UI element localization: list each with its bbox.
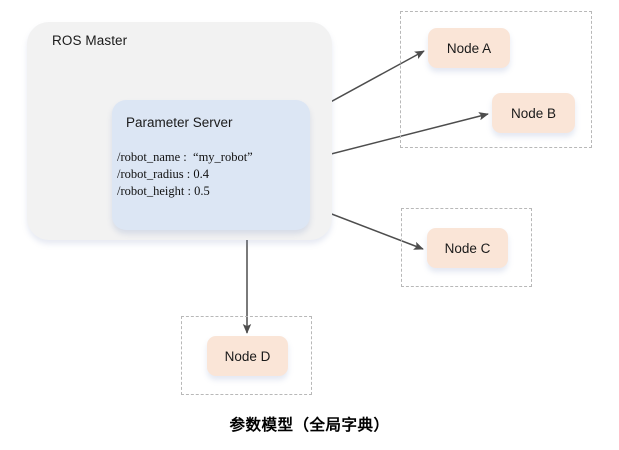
- node-c-label: Node C: [444, 240, 491, 256]
- node-group-ab: [400, 11, 592, 148]
- parameter-list: /robot_name : “my_robot” /robot_radius :…: [117, 149, 253, 200]
- node-d-box[interactable]: Node D: [207, 336, 288, 376]
- node-a-box[interactable]: Node A: [428, 28, 510, 68]
- parameter-server-box: [112, 100, 310, 230]
- node-c-box[interactable]: Node C: [427, 228, 508, 268]
- parameter-entry-robot-radius: /robot_radius : 0.4: [117, 167, 210, 181]
- node-group-d: [181, 316, 312, 395]
- parameter-entry-robot-name: /robot_name : “my_robot”: [117, 150, 253, 164]
- diagram-caption: 参数模型（全局字典）: [229, 417, 390, 434]
- parameter-entry-robot-height: /robot_height : 0.5: [117, 184, 210, 198]
- node-a-label: Node A: [446, 40, 492, 56]
- node-d-label: Node D: [224, 348, 271, 364]
- parameter-server-title: Parameter Server: [126, 115, 233, 130]
- node-group-c: [401, 208, 532, 287]
- ros-master-label: ROS Master: [52, 33, 128, 48]
- node-b-label: Node B: [510, 105, 557, 121]
- node-b-box[interactable]: Node B: [492, 93, 575, 133]
